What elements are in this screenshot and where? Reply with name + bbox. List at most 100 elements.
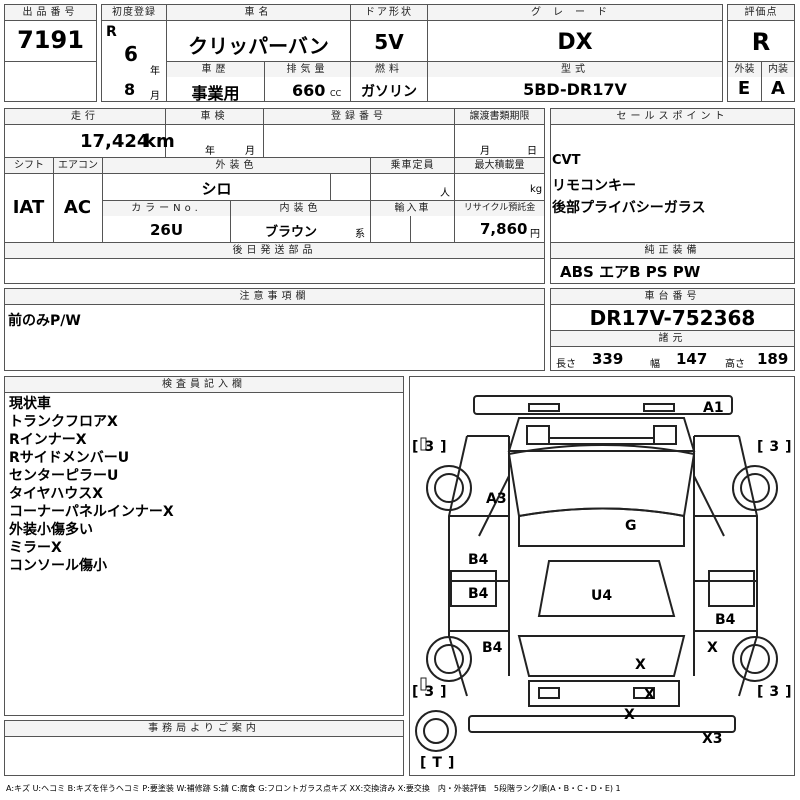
notes-box: [4, 288, 545, 371]
capacity-label: 乗車定員: [371, 158, 454, 173]
int-score-label: 内装: [762, 62, 794, 77]
grade: DX: [557, 30, 593, 55]
ext-score-label: 外装: [728, 62, 761, 77]
displacement: 660: [292, 81, 326, 100]
recycle-unit: 円: [530, 229, 540, 240]
mark-b4: B4: [468, 586, 489, 602]
inspector-line: RサイドメンバーU: [9, 450, 130, 466]
displacement-unit: CC: [330, 89, 342, 98]
mark-x: X: [624, 707, 635, 723]
lot-label: 出品番号: [5, 5, 96, 20]
shift-label: シフト: [5, 158, 53, 173]
mark-x: X: [644, 687, 655, 703]
fuel-label: 燃料: [351, 62, 427, 77]
inspection-month-unit: 月: [245, 146, 255, 157]
transfer-day-unit: 日: [527, 146, 537, 157]
inspector-line: トランクフロアX: [9, 414, 118, 430]
inspector-line: センターピラーU: [9, 468, 119, 484]
width-value: 147: [676, 350, 708, 368]
history: 事業用: [191, 84, 240, 103]
reg-no-label: 登録番号: [264, 109, 454, 124]
inspector-line: 現状車: [9, 396, 51, 412]
mark-b4: B4: [715, 612, 736, 628]
door-type: 5V: [374, 30, 404, 54]
overall-score: R: [751, 28, 771, 56]
shift: IAT: [12, 197, 45, 218]
inspector-line: ミラーX: [9, 540, 62, 556]
grade-label: グレード: [428, 5, 722, 20]
first-reg-month-unit: 月: [150, 91, 160, 102]
first-reg-year: 6: [124, 42, 138, 66]
max-load-label: 最大積載量: [455, 158, 544, 173]
mark-x: X: [707, 640, 718, 656]
inspector-label: 検査員記入欄: [5, 377, 403, 392]
inspector-line: タイヤハウスX: [9, 486, 104, 502]
tire-left-bottom: [3]: [412, 684, 447, 700]
chassis-number: DR17V-752368: [589, 306, 756, 330]
recycle-label: リサイクル預託金: [455, 201, 544, 216]
mark-a1: A1: [703, 400, 724, 416]
car-name: クリッパーバン: [188, 34, 329, 58]
model-code: 5BD-DR17V: [523, 80, 627, 99]
color-no: 26U: [149, 221, 184, 239]
score-label: 評価点: [728, 5, 794, 20]
mark-a3: A3: [486, 491, 507, 507]
transfer-month-unit: 月: [480, 146, 490, 157]
notes-label: 注意事項欄: [5, 289, 544, 304]
capacity-unit: 人: [440, 188, 450, 199]
inspector-line: コンソール傷小: [9, 558, 107, 574]
displacement-label: 排気量: [265, 62, 350, 77]
import-label: 輸入車: [371, 201, 454, 216]
aircon: AC: [63, 197, 92, 218]
spare-tire: [T]: [420, 755, 455, 771]
width-label: 幅: [650, 359, 660, 370]
sales-points-box: [550, 108, 795, 284]
height-value: 189: [757, 350, 789, 368]
genuine-label: 純正装備: [551, 243, 794, 258]
recycle: 7,860: [480, 220, 528, 238]
first-reg-month: 8: [124, 80, 136, 99]
inspection-label: 車検: [166, 109, 263, 124]
mark-g: G: [625, 518, 637, 534]
vehicle-diagram: [415, 395, 778, 752]
ext-color-label: 外装色: [103, 158, 370, 173]
mark-u4: U4: [591, 588, 613, 604]
mileage: 17,424: [80, 131, 150, 152]
inspector-box: [4, 376, 404, 716]
first-reg-era: R: [106, 24, 117, 40]
max-load-unit: kg: [530, 184, 543, 195]
int-color-suffix: 系: [355, 229, 365, 240]
chassis-box: [550, 288, 795, 371]
mileage-label: 走行: [5, 109, 165, 124]
ext-score: E: [737, 78, 751, 99]
ext-color: シロ: [201, 180, 232, 198]
top-info-box: [101, 4, 723, 102]
int-color: ブラウン: [264, 225, 317, 240]
notes-text: 前のみP/W: [8, 313, 81, 329]
length-label: 長さ: [556, 359, 576, 370]
chassis-label: 車台番号: [551, 289, 794, 304]
sales-points-label: セールスポイント: [551, 109, 794, 124]
sales-point-item: CVT: [552, 153, 581, 168]
sales-point-item: 後部プライバシーガラス: [552, 200, 706, 216]
inspection-year-unit: 年: [205, 146, 215, 157]
office-label: 事務局よりご案内: [5, 721, 403, 736]
mark-b4: B4: [482, 640, 503, 656]
int-score: A: [771, 78, 785, 99]
first-reg-label: 初度登録: [102, 5, 166, 20]
transfer-label: 譲渡書類期限: [455, 109, 544, 124]
fuel: ガソリン: [361, 84, 417, 100]
inspector-line: RインナーX: [9, 432, 87, 448]
dims-label: 諸元: [551, 331, 794, 346]
office-box: [4, 720, 404, 776]
mark-b4: B4: [468, 552, 489, 568]
height-label: 高さ: [725, 359, 745, 370]
tire-left-top: [3]: [412, 439, 447, 455]
lot-number: 7191: [17, 26, 84, 54]
tire-right-bottom: [3]: [757, 684, 792, 700]
history-label: 車歴: [167, 62, 264, 77]
length-value: 339: [592, 350, 624, 368]
model-label: 型式: [428, 62, 722, 77]
int-color-label: 内装色: [231, 201, 370, 216]
mark-x: X: [635, 657, 646, 673]
